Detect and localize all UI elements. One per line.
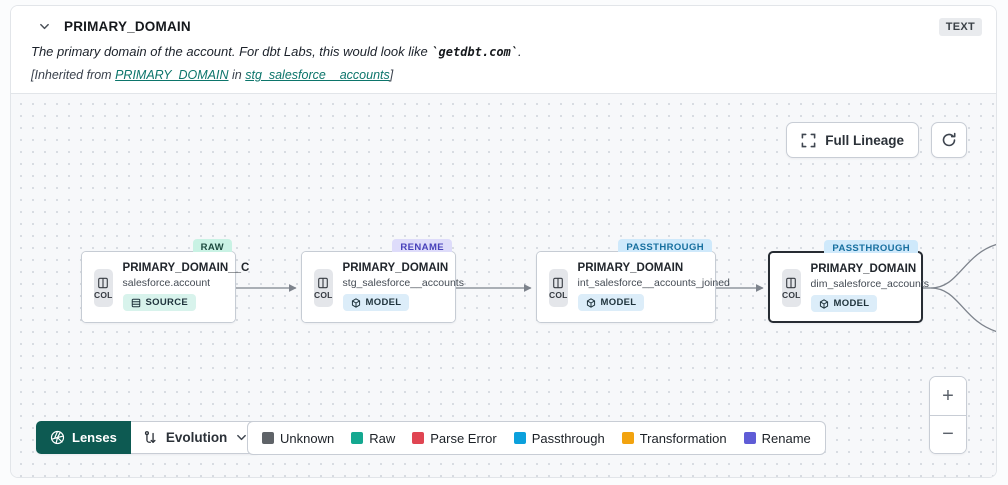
resource-type-chip: SOURCE (122, 294, 196, 311)
inline-code: `getdbt.com` (431, 45, 519, 59)
lineage-node-stg[interactable]: RENAME COL PRIMARY_DOMAIN stg_salesforce… (301, 239, 464, 323)
legend-item: Raw (351, 431, 395, 446)
node-subtitle: stg_salesforce__accounts (342, 277, 464, 289)
column-lineage-panel: PRIMARY_DOMAIN TEXT The primary domain o… (10, 5, 997, 478)
legend-swatch (621, 432, 634, 444)
refresh-button[interactable] (931, 122, 967, 158)
resource-type-chip: MODEL (577, 294, 645, 311)
columns-icon (98, 277, 109, 288)
columns-icon (786, 277, 797, 288)
lineage-node-source[interactable]: RAW COL PRIMARY_DOMAIN__C salesforce.acc… (81, 239, 249, 323)
data-type-badge: TEXT (938, 18, 982, 36)
legend-swatch (351, 432, 364, 444)
column-chip: COL (94, 269, 113, 307)
legend-swatch (262, 432, 274, 444)
collapse-chevron-icon[interactable] (39, 21, 50, 32)
chevron-down-icon (236, 432, 247, 443)
lineage-node-int[interactable]: PASSTHROUGH COL PRIMARY_DOMAIN int_sales… (536, 239, 730, 323)
column-chip: COL (314, 269, 333, 307)
lens-dropdown[interactable]: Evolution (130, 421, 261, 454)
column-header: PRIMARY_DOMAIN TEXT The primary domain o… (11, 6, 996, 93)
model-icon (351, 297, 360, 308)
expand-icon (801, 133, 816, 148)
inherited-column-link[interactable]: PRIMARY_DOMAIN (115, 68, 229, 82)
refresh-icon (941, 132, 957, 148)
resource-type-chip: MODEL (810, 295, 878, 312)
node-subtitle: salesforce.account (122, 277, 211, 289)
legend-swatch (412, 432, 425, 444)
lineage-node-dim[interactable]: PASSTHROUGH COL PRIMARY_DOMAIN dim_sales… (768, 240, 929, 323)
legend-swatch (743, 432, 756, 444)
legend-item: Rename (743, 431, 811, 446)
model-icon (819, 298, 828, 309)
node-title: PRIMARY_DOMAIN__C (122, 262, 250, 274)
node-title: PRIMARY_DOMAIN (810, 263, 917, 275)
full-lineage-button[interactable]: Full Lineage (786, 122, 919, 158)
inherited-note: [Inherited from PRIMARY_DOMAIN in stg_sa… (31, 68, 394, 82)
lenses-control: Lenses Evolution (36, 421, 261, 454)
columns-icon (553, 277, 564, 288)
column-title: PRIMARY_DOMAIN (64, 19, 191, 34)
node-subtitle: int_salesforce__accounts_joined (577, 277, 730, 289)
legend-item: Parse Error (412, 431, 497, 446)
evolution-route-icon (143, 430, 157, 445)
columns-icon (318, 277, 329, 288)
column-chip: COL (782, 269, 801, 307)
node-title: PRIMARY_DOMAIN (577, 262, 684, 274)
column-description: The primary domain of the account. For d… (31, 44, 522, 59)
legend-item: Unknown (262, 431, 334, 446)
column-chip: COL (549, 269, 568, 307)
lineage-canvas[interactable]: Full Lineage RAW COL PRIMARY_DOMAIN__C s… (11, 93, 996, 477)
source-icon (131, 298, 140, 307)
inherited-model-link[interactable]: stg_salesforce__accounts (245, 68, 390, 82)
legend-item: Passthrough (513, 431, 605, 446)
node-subtitle: dim_salesforce_accounts (810, 278, 930, 290)
node-title: PRIMARY_DOMAIN (342, 262, 449, 274)
zoom-controls: + − (929, 376, 967, 454)
legend-swatch (513, 432, 526, 444)
resource-type-chip: MODEL (342, 294, 410, 311)
zoom-in-button[interactable]: + (930, 377, 966, 415)
lenses-button[interactable]: Lenses (36, 421, 131, 454)
lens-aperture-icon (50, 430, 65, 445)
zoom-out-button[interactable]: − (930, 415, 966, 453)
model-icon (586, 297, 595, 308)
lens-legend: Unknown Raw Parse Error Passthrough Tran… (247, 421, 826, 455)
legend-item: Transformation (621, 431, 727, 446)
